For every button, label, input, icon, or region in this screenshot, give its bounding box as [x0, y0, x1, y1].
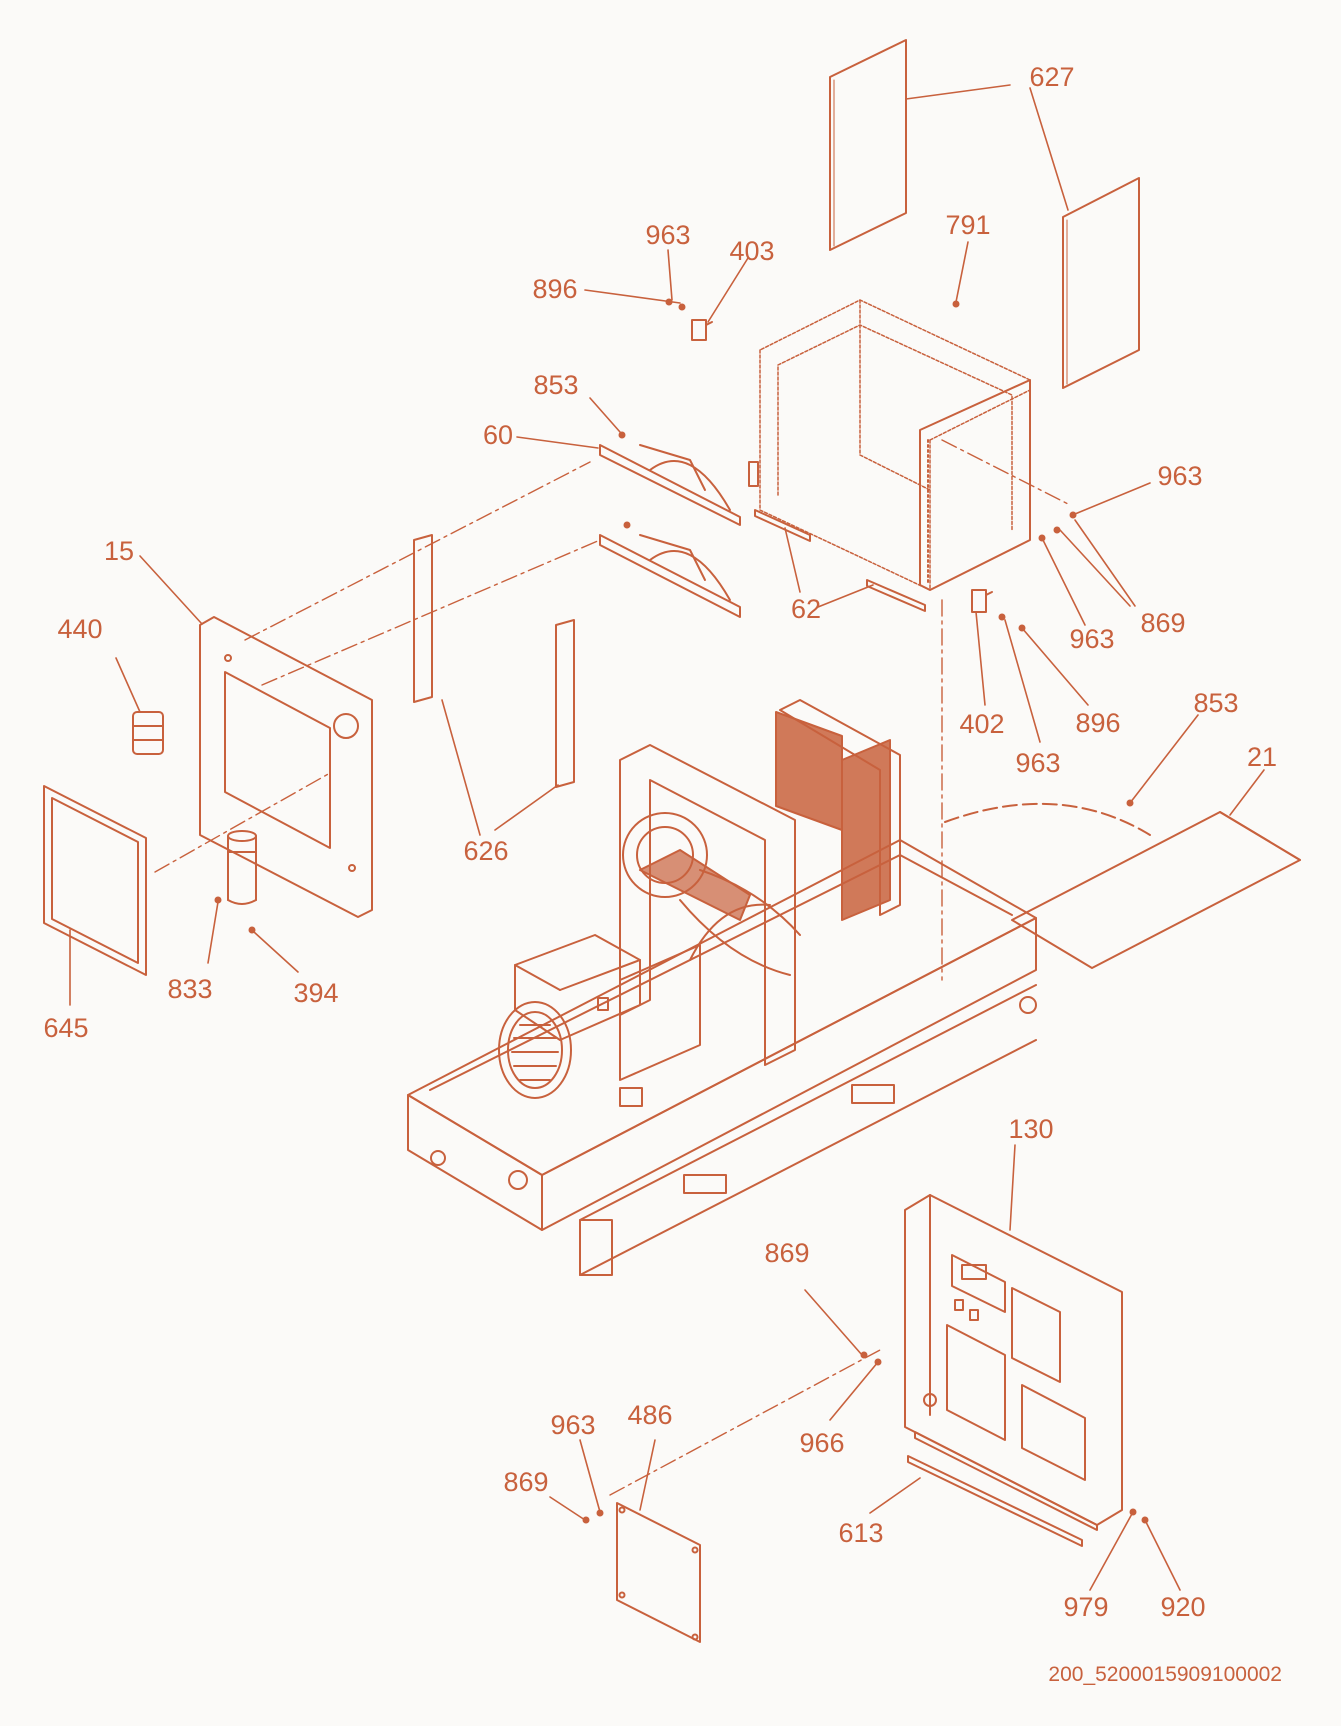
callout-979: 979 [1063, 1592, 1108, 1622]
callout-869-bottom: 869 [503, 1467, 548, 1497]
canopy-frame [759, 299, 1031, 591]
bracket-60-lower [599, 534, 741, 618]
hinge-bracket [748, 461, 759, 487]
callout-440: 440 [57, 614, 102, 644]
radiator-panel-15 [199, 616, 373, 918]
callout-60: 60 [483, 420, 513, 450]
callout-896-top: 896 [532, 274, 577, 304]
insulation-panel-627-left [829, 39, 907, 251]
callout-394: 394 [293, 978, 338, 1008]
callout-645: 645 [43, 1013, 88, 1043]
fasteners [214, 298, 1149, 1524]
leader-lines [69, 84, 1265, 1591]
flat-bar-62-left [754, 509, 811, 542]
flat-bar-62-right [866, 579, 926, 612]
callout-963-bottom: 963 [550, 1410, 595, 1440]
callout-869-right: 869 [1140, 608, 1185, 638]
callout-62: 62 [791, 594, 821, 624]
callout-130: 130 [1008, 1114, 1053, 1144]
callout-402: 402 [959, 709, 1004, 739]
callout-853-right: 853 [1193, 688, 1238, 718]
callout-963-top: 963 [645, 220, 690, 250]
canopy-side-panel [919, 379, 1031, 591]
callout-403: 403 [729, 236, 774, 266]
gasket-frame-645 [43, 785, 147, 976]
cover-plate-486 [616, 1502, 701, 1643]
cover-plate-21 [944, 802, 1301, 969]
foam-strip-626-left [413, 534, 433, 703]
assembly-centerlines [154, 439, 1071, 1496]
drawing-code: 200_5200015909100002 [1048, 1663, 1282, 1686]
radiator-block [639, 711, 891, 921]
hinge-403 [691, 319, 713, 341]
strip-613 [907, 1455, 1083, 1547]
cylinder-394 [227, 830, 257, 905]
callout-486: 486 [627, 1400, 672, 1430]
callout-labels: 627 963 403 791 896 853 60 963 15 62 963… [43, 62, 1282, 1686]
callout-853-top: 853 [533, 370, 578, 400]
hinge-402 [971, 589, 993, 613]
filter-440 [132, 711, 164, 755]
callout-869-mid: 869 [764, 1238, 809, 1268]
callout-966: 966 [799, 1428, 844, 1458]
callout-963-right: 963 [1157, 461, 1202, 491]
callout-21: 21 [1247, 742, 1277, 772]
callout-833: 833 [167, 974, 212, 1004]
bracket-60-upper [599, 444, 741, 526]
callout-963-mid: 963 [1069, 624, 1114, 654]
callout-791: 791 [945, 210, 990, 240]
callout-626: 626 [463, 836, 508, 866]
callout-896-right: 896 [1075, 708, 1120, 738]
callout-963-low: 963 [1015, 748, 1060, 778]
insulation-panel-627-right [1062, 177, 1140, 389]
callout-920: 920 [1160, 1592, 1205, 1622]
callout-613: 613 [838, 1518, 883, 1548]
callout-15: 15 [104, 536, 134, 566]
foam-strip-626-right [555, 619, 575, 788]
control-panel-130 [904, 1194, 1123, 1531]
callout-627: 627 [1029, 62, 1074, 92]
